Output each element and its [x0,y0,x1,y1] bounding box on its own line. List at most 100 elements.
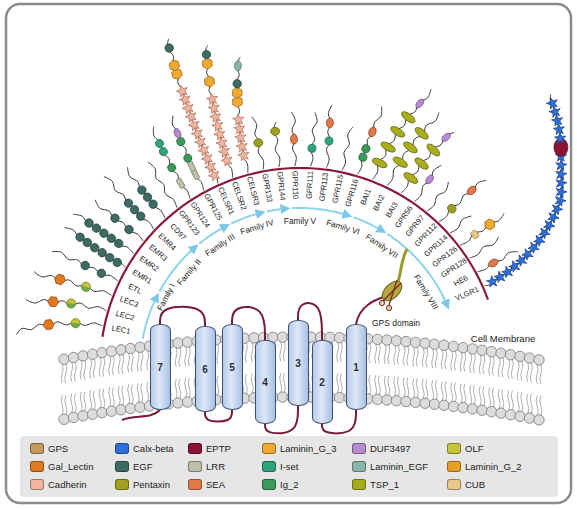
membrane-label: Cell Membrane [471,334,535,344]
lipid-tail [65,395,67,415]
lipid-tail [217,376,219,396]
peptide-chain [439,180,487,221]
receptor-name: CELSR3 [245,176,260,207]
lipid-tail [432,348,434,368]
lipid-tail [280,373,282,393]
domain-shape [66,303,76,309]
domain-shape [545,96,559,110]
lipid-tail [375,375,377,395]
protein-domain [253,138,263,148]
legend-text: Ig_2 [280,479,299,490]
peptide-chain [485,94,563,286]
protein-domain [389,124,406,139]
domain-shape [80,281,92,293]
lipid-tail [340,342,342,362]
lipid-head [467,404,477,414]
c-terminus [122,410,160,420]
scissors-blade [383,283,401,301]
legend-swatch [262,479,276,490]
protein-domain [545,96,559,110]
lipid-tail [245,342,247,362]
legend-swatch [115,461,129,472]
lipid-head [125,403,135,413]
lipid-tail [185,346,187,366]
protein-domain [237,148,250,161]
family-label: Family VI [325,218,360,236]
protein-domain [211,119,225,132]
lipid-tail [388,376,390,396]
legend-item: OLF [447,443,483,454]
lipid-tail [502,389,504,409]
lipid-tail [251,374,253,394]
lipid-head [401,336,411,346]
lipid-head [439,400,449,410]
protein-domain [425,142,442,158]
lipid-head [486,346,496,356]
protein-domain [555,159,568,171]
lipid-head [68,412,78,422]
domain-label: GPS domain [372,319,420,328]
peptide-chain [427,182,448,211]
helix-number: 7 [157,362,163,373]
lipid-tail [147,382,149,402]
receptor-name: EMR1 [130,268,152,285]
lipid-tail [131,352,133,372]
peptide-chain [17,321,103,334]
protein-domain [392,155,409,169]
domain-shape [215,136,229,150]
domain-shape [209,110,222,123]
peptide-chain [326,105,332,168]
loop-connector [265,406,298,433]
domain-shape [80,285,90,292]
lipid-tail [511,359,513,379]
protein-domain [109,212,121,224]
peptide-chain [310,112,317,166]
domain-shape [123,197,135,209]
lipid-head [524,353,534,363]
lipid-tail [530,394,532,414]
peptide-chain [26,300,106,311]
domain-shape [234,131,247,144]
lipid-head [87,409,97,419]
domain-shape [220,153,234,167]
protein-domain [553,193,567,207]
lipid-tail [479,354,481,374]
legend-text: Cadherin [48,479,87,490]
lipid-tail [454,382,456,402]
legend-item: LRR [188,461,225,472]
peptide-chain [128,167,165,218]
domain-shape [466,185,478,197]
legend-item: GPS [30,443,68,454]
lipid-tail [61,395,63,415]
lipid-tail [118,354,120,374]
lipid-tail [416,378,418,398]
legend-item: SEA [188,479,225,490]
protein-domain [220,153,234,167]
protein-domain [154,138,165,149]
peptide-chain [460,213,504,245]
legend-swatch [447,479,461,490]
lipid-head [534,415,544,425]
domain-shape [176,178,185,189]
lipid-tail [112,355,114,375]
protein-domain [215,136,229,150]
domain-shape [553,193,567,207]
protein-domain [232,87,242,98]
peptide-chain [252,117,264,170]
legend-swatch [352,443,366,454]
lipid-head [382,395,392,405]
domain-shape [555,159,568,171]
lipid-head [429,399,439,409]
legend-item: Laminin_G_2 [447,461,522,472]
lipid-tail [375,343,377,363]
domain-shape [441,132,452,143]
lipid-tail [74,394,76,414]
peptide-chain [95,200,143,241]
protein-domain [233,80,241,88]
lipid-tail [451,350,453,370]
lipid-head [334,392,344,402]
domain-shape [424,173,435,185]
legend-swatch [115,479,129,490]
protein-domain [204,75,215,87]
